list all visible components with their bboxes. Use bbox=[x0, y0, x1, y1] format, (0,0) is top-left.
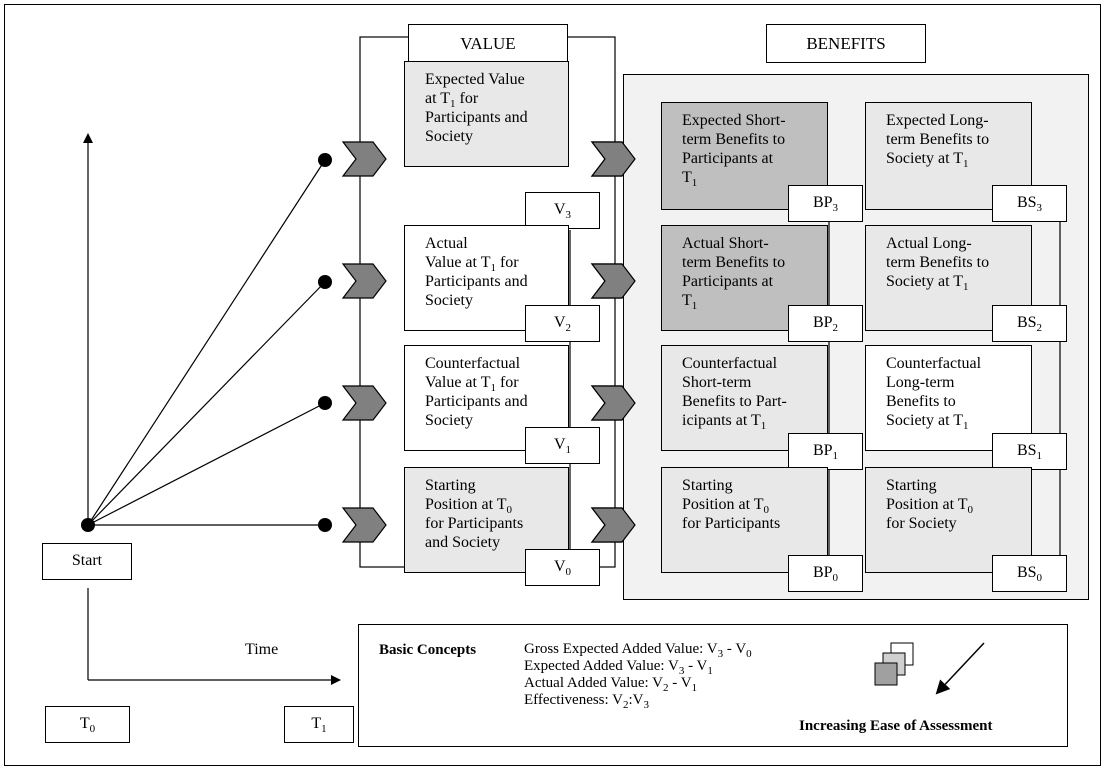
dot-counterfactual bbox=[318, 396, 332, 410]
bp-expected-cell: Expected Short- term Benefits to Partici… bbox=[661, 102, 828, 210]
value-counterfactual-cell: Counterfactual Value at T1 for Participa… bbox=[404, 345, 569, 451]
label-bs0: BS0 bbox=[992, 555, 1067, 592]
label-bp2: BP2 bbox=[788, 305, 863, 342]
concept-line: Expected Added Value: V3 - V1 bbox=[524, 658, 713, 677]
label-v1: V1 bbox=[525, 427, 600, 464]
concepts-list: Gross Expected Added Value: V3 - V0 Expe… bbox=[524, 641, 752, 711]
basic-concepts-box: Basic Concepts Gross Expected Added Valu… bbox=[358, 624, 1068, 747]
dot-starting bbox=[318, 518, 332, 532]
chevron-expected bbox=[341, 141, 387, 177]
dot-expected bbox=[318, 153, 332, 167]
chevron-counterfactual bbox=[341, 385, 387, 421]
label-bs3: BS3 bbox=[992, 185, 1067, 222]
value-header: VALUE bbox=[408, 24, 568, 63]
label-bs1: BS1 bbox=[992, 433, 1067, 470]
concept-line: Actual Added Value: V2 - V1 bbox=[524, 675, 698, 694]
label-bp1: BP1 bbox=[788, 433, 863, 470]
ease-icon bbox=[874, 642, 985, 695]
t0-box: T0 bbox=[45, 706, 130, 743]
time-label: Time bbox=[245, 641, 279, 658]
chevron-starting bbox=[341, 507, 387, 543]
ease-label: Increasing Ease of Assessment bbox=[799, 718, 993, 734]
start-box: Start bbox=[42, 543, 132, 580]
ray-counterfactual bbox=[87, 402, 326, 526]
chevron-actual bbox=[341, 263, 387, 299]
value-actual-cell: Actual Value at T1 for Participants and … bbox=[404, 225, 569, 331]
diagram-frame bbox=[4, 4, 1101, 766]
label-v0: V0 bbox=[525, 549, 600, 586]
label-v3: V3 bbox=[525, 192, 600, 229]
benefits-header: BENEFITS bbox=[766, 24, 926, 63]
concept-line: Gross Expected Added Value: V3 - V0 bbox=[524, 641, 752, 660]
dot-actual bbox=[318, 275, 332, 289]
ray-expected bbox=[87, 159, 326, 526]
t1-box: T1 bbox=[284, 706, 354, 743]
value-expected-cell: Expected Value at T1 for Participants an… bbox=[404, 61, 569, 167]
ray-actual bbox=[87, 281, 326, 526]
bs-actual-cell: Actual Long- term Benefits to Society at… bbox=[865, 225, 1032, 331]
label-bp0: BP0 bbox=[788, 555, 863, 592]
concept-line: Effectiveness: V2:V3 bbox=[524, 692, 650, 711]
bs-starting-cell: Starting Position at T0 for Society bbox=[865, 467, 1032, 573]
origin-dot bbox=[81, 518, 95, 532]
label-v2: V2 bbox=[525, 305, 600, 342]
label-bp3: BP3 bbox=[788, 185, 863, 222]
basic-concepts-title: Basic Concepts bbox=[379, 642, 477, 658]
label-bs2: BS2 bbox=[992, 305, 1067, 342]
